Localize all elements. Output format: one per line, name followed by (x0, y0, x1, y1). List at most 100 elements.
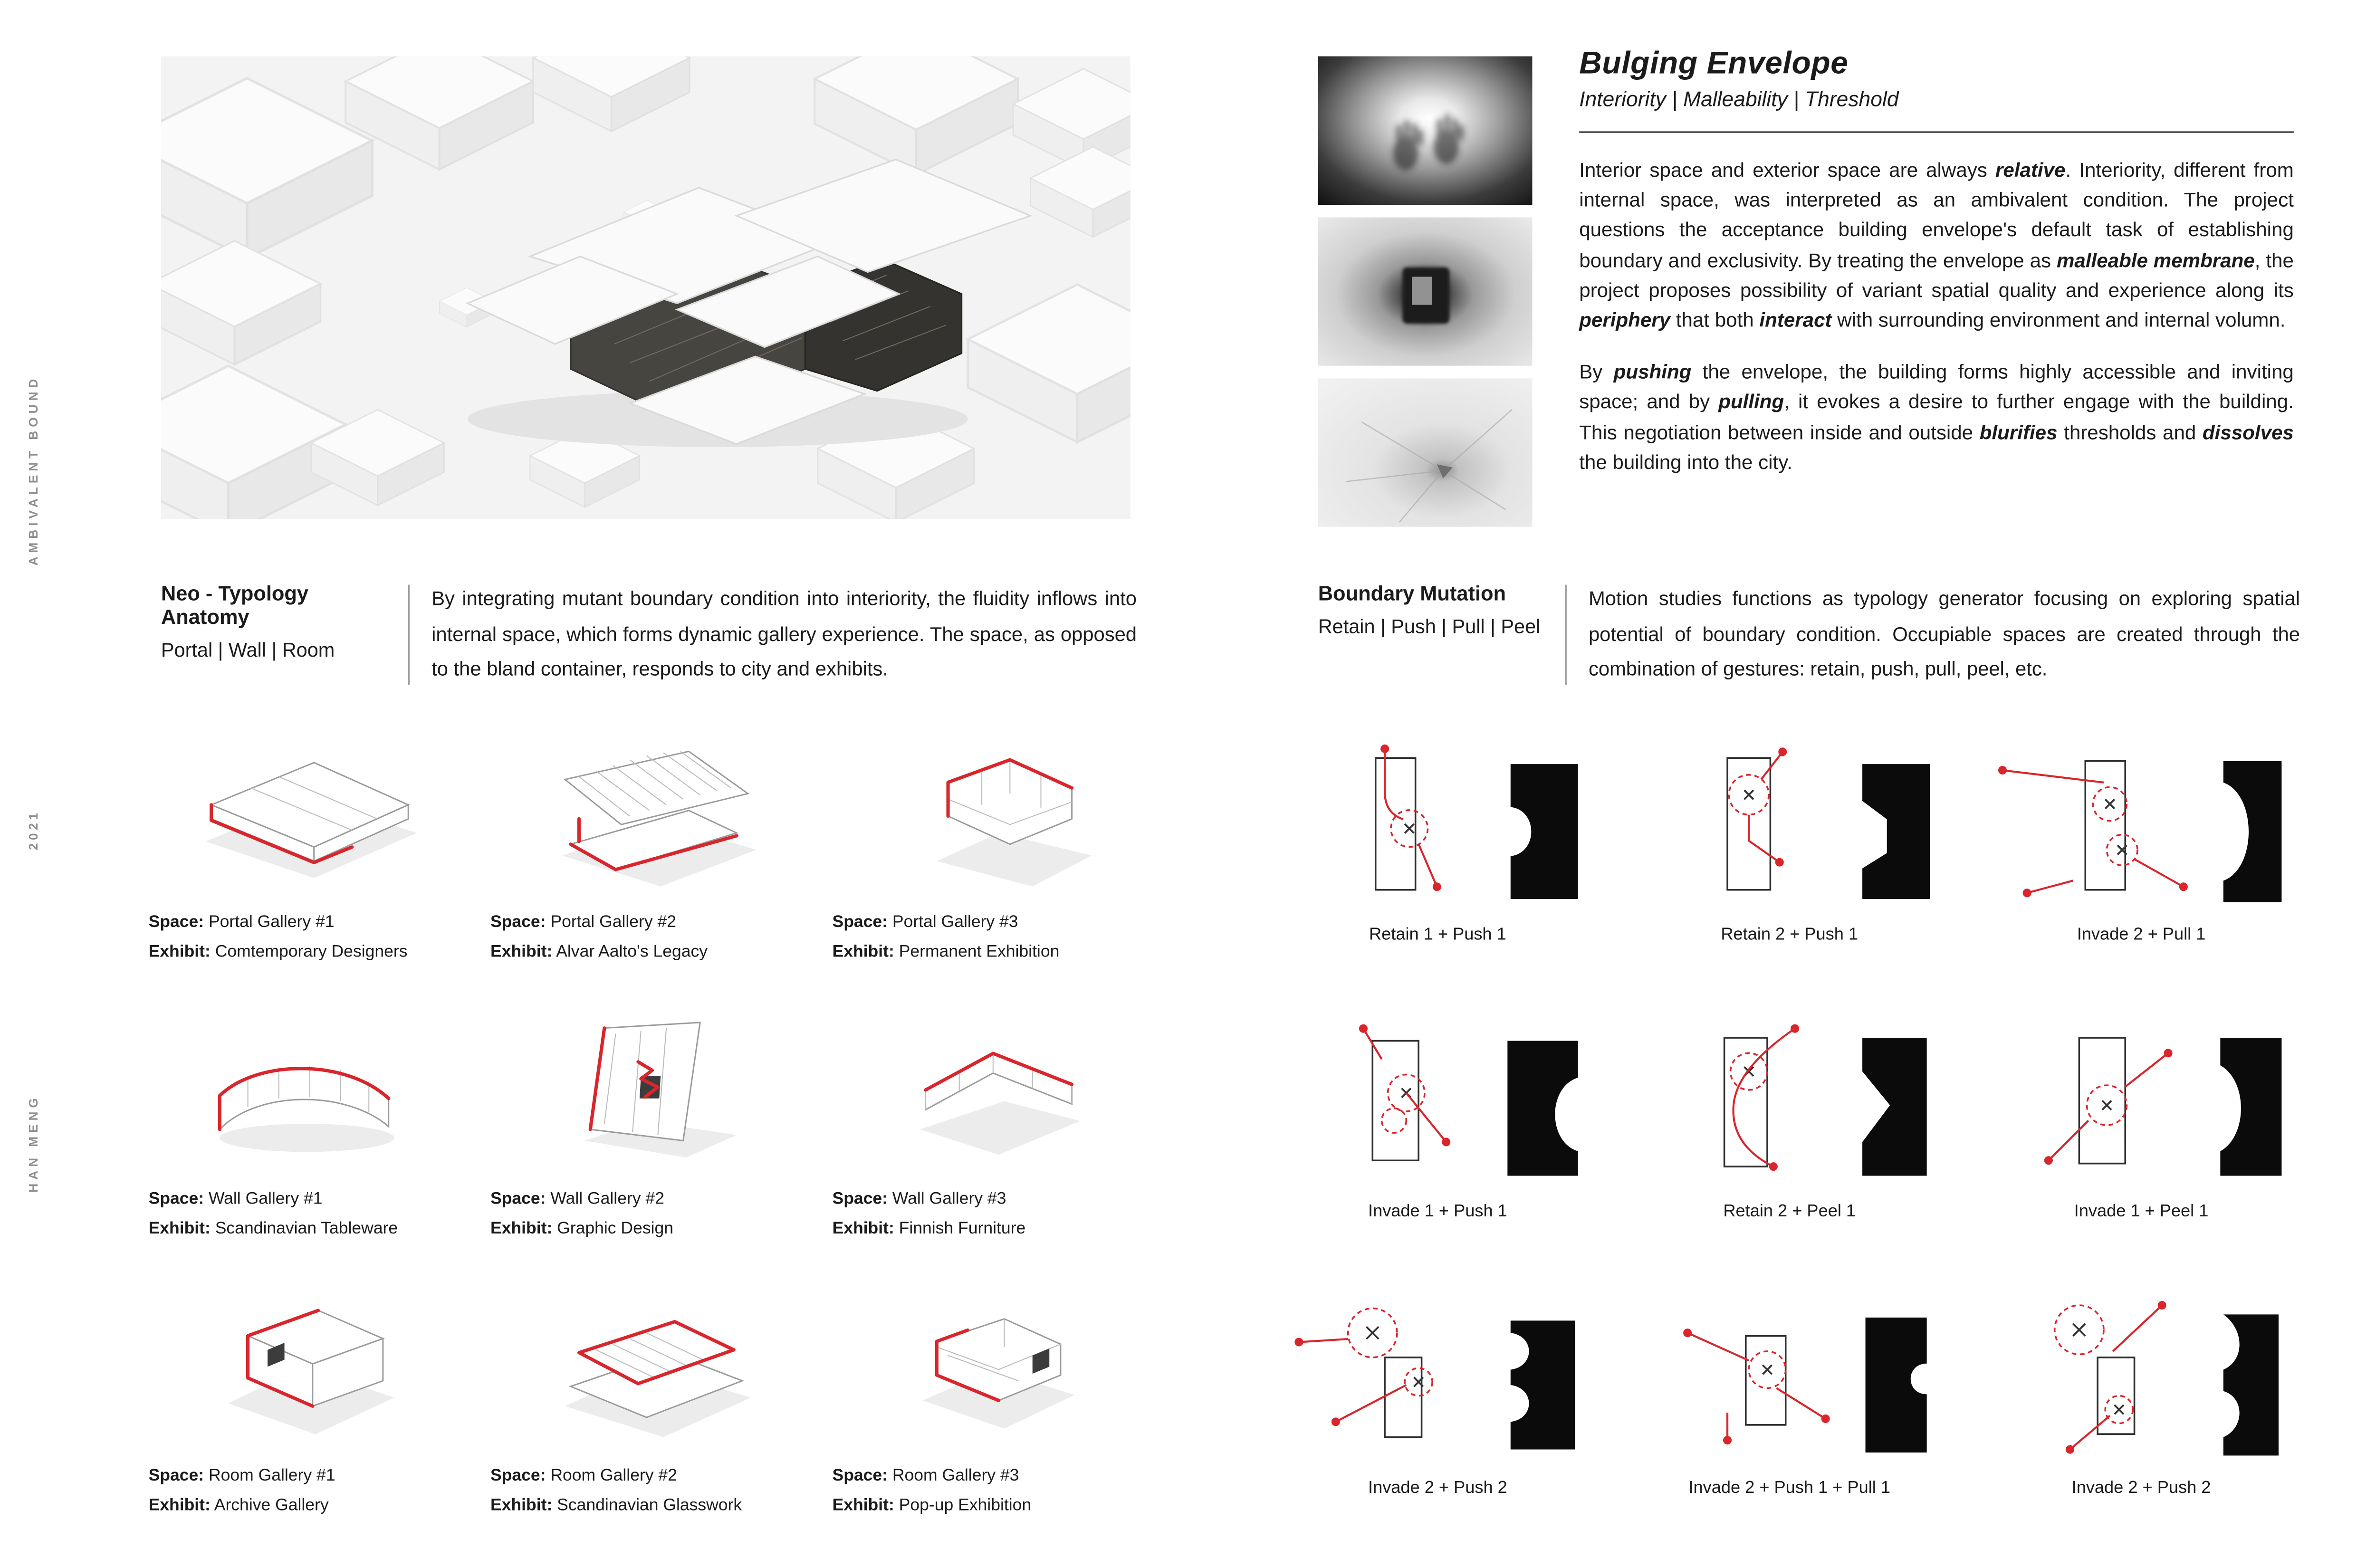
room-gallery-2-diagram (564, 1320, 750, 1437)
portal-gallery-2-diagram (561, 750, 756, 887)
section-subtitle: Retain | Push | Pull | Peel (1318, 616, 1541, 638)
gallery-card-portal-2: Space: Portal Gallery #2 Exhibit: Alvar … (490, 732, 807, 1008)
motion-diagram-invade2-push1-pull1 (1682, 1317, 1926, 1453)
left-margin-author: HAN MENG (26, 1094, 41, 1193)
membrane-hands-photo (1318, 56, 1533, 205)
gallery-card-wall-1: Space: Wall Gallery #1 Exhibit: Scandina… (149, 1008, 466, 1285)
gallery-card-wall-3: Space: Wall Gallery #3 Exhibit: Finnish … (833, 1008, 1150, 1285)
exhibit-value: Graphic Design (557, 1219, 674, 1238)
motion-label: Invade 1 + Peel 1 (2074, 1202, 2209, 1221)
gallery-card-labels: Space: Room Gallery #3 Exhibit: Pop-up E… (833, 1462, 1150, 1520)
exhibit-label: Exhibit: (832, 942, 894, 962)
section-description: Motion studies functions as typology gen… (1588, 588, 2300, 681)
gallery-card-labels: Space: Wall Gallery #1 Exhibit: Scandina… (149, 1185, 466, 1244)
motion-label: Invade 1 + Push 1 (1368, 1202, 1507, 1221)
motion-label: Retain 2 + Peel 1 (1723, 1202, 1856, 1221)
motion-diagram-invade1-push1 (1358, 1024, 1578, 1176)
motion-label: Invade 2 + Pull 1 (2077, 925, 2206, 945)
exhibit-value: Comtemporary Designers (215, 942, 408, 962)
space-value: Wall Gallery #1 (208, 1189, 323, 1209)
boundary-mutation-section: Boundary Mutation Retain | Push | Pull |… (1318, 582, 2300, 688)
concept-photo-column (1318, 56, 1533, 527)
exhibit-label: Exhibit: (148, 1496, 211, 1515)
boundary-mutation-heading: Boundary Mutation Retain | Push | Pull |… (1318, 582, 1565, 688)
room-gallery-3-diagram (923, 1318, 1075, 1429)
exhibit-label: Exhibit: (490, 1496, 553, 1515)
motion-label: Retain 1 + Push 1 (1369, 925, 1506, 945)
exhibit-value: Scandinavian Glasswork (557, 1496, 742, 1515)
space-value: Wall Gallery #3 (892, 1189, 1006, 1209)
gallery-card-labels: Space: Portal Gallery #1 Exhibit: Comtem… (149, 908, 466, 967)
intro-paragraph-2: By pushing the envelope, the building fo… (1579, 360, 2294, 473)
intro-paragraph-1: Interior space and exterior space are al… (1579, 158, 2294, 332)
interior-tunnel-illustration (1318, 217, 1533, 366)
section-divider (1565, 584, 1567, 685)
space-label: Space: (148, 913, 204, 932)
motion-diagram-retain2-peel1 (1723, 1024, 1926, 1176)
motion-card-4: Invade 1 + Push 1 (1270, 1008, 1606, 1285)
gallery-card-room-2: Space: Room Gallery #2 Exhibit: Scandina… (490, 1285, 807, 1562)
section-subtitle: Portal | Wall | Room (161, 639, 335, 661)
motion-studies-grid: Retain 1 + Push 1 Retain 2 + Push 1 (1270, 732, 2309, 1562)
section-title: Neo - Typology Anatomy (161, 581, 309, 629)
motion-card-1: Retain 1 + Push 1 (1270, 732, 1606, 1008)
neo-typology-heading: Neo - Typology Anatomy Portal | Wall | R… (161, 582, 408, 688)
gallery-card-room-3: Space: Room Gallery #3 Exhibit: Pop-up E… (833, 1285, 1150, 1562)
site-axonometric-rendering (161, 56, 1131, 519)
section-description: By integrating mutant boundary condition… (431, 588, 1137, 681)
motion-card-7: Invade 2 + Push 2 (1270, 1285, 1606, 1562)
exhibit-label: Exhibit: (148, 1219, 211, 1238)
gallery-card-labels: Space: Wall Gallery #3 Exhibit: Finnish … (833, 1185, 1150, 1244)
motion-label: Invade 2 + Push 2 (2071, 1479, 2211, 1498)
space-value: Wall Gallery #2 (550, 1189, 664, 1209)
exhibit-value: Alvar Aalto's Legacy (556, 942, 708, 962)
space-value: Portal Gallery #1 (208, 913, 335, 932)
left-margin-project-title: AMBIVALENT BOUND (26, 375, 41, 566)
motion-card-8: Invade 2 + Push 1 + Pull 1 (1621, 1285, 1957, 1562)
portal-gallery-1-diagram (205, 762, 417, 878)
motion-card-6: Invade 1 + Peel 1 (1973, 1008, 2309, 1285)
exhibit-value: Scandinavian Tableware (215, 1219, 398, 1238)
exhibit-label: Exhibit: (832, 1219, 894, 1238)
motion-diagram-invade2-pull1 (1997, 760, 2281, 902)
space-label: Space: (832, 1466, 888, 1485)
gallery-card-labels: Space: Portal Gallery #3 Exhibit: Perman… (833, 908, 1150, 967)
pulled-fabric-illustration (1318, 378, 1533, 527)
project-title-block: Bulging Envelope Interiority | Malleabil… (1579, 47, 2294, 477)
exhibit-value: Finnish Furniture (899, 1219, 1026, 1238)
page-title: Bulging Envelope (1579, 47, 1849, 82)
motion-diagram-invade2-push2-b (2053, 1301, 2278, 1456)
gallery-card-labels: Space: Room Gallery #2 Exhibit: Scandina… (490, 1462, 807, 1520)
space-label: Space: (832, 913, 888, 932)
exhibit-value: Permanent Exhibition (899, 942, 1060, 962)
gallery-card-labels: Space: Wall Gallery #2 Exhibit: Graphic … (490, 1185, 807, 1244)
motion-label: Retain 2 + Push 1 (1721, 925, 1859, 945)
gallery-card-wall-2: Space: Wall Gallery #2 Exhibit: Graphic … (490, 1008, 807, 1285)
exhibit-value: Archive Gallery (214, 1496, 329, 1515)
motion-diagram-invade1-peel1 (2043, 1037, 2281, 1176)
wall-gallery-3-diagram (920, 1052, 1081, 1155)
pulled-fabric-photo (1318, 378, 1533, 527)
room-gallery-1-diagram (228, 1309, 394, 1434)
space-value: Room Gallery #3 (892, 1466, 1019, 1485)
space-value: Portal Gallery #2 (550, 913, 677, 932)
gallery-card-room-1: Space: Room Gallery #1 Exhibit: Archive … (149, 1285, 466, 1562)
wall-gallery-2-diagram (584, 1022, 737, 1158)
space-value: Room Gallery #2 (550, 1466, 677, 1485)
motion-diagram-retain1-push1 (1374, 744, 1578, 899)
section-divider (408, 584, 410, 685)
exhibit-label: Exhibit: (490, 942, 553, 962)
motion-card-9: Invade 2 + Push 2 (1973, 1285, 2309, 1562)
exhibit-label: Exhibit: (148, 942, 211, 962)
motion-card-5: Retain 2 + Peel 1 (1621, 1008, 1957, 1285)
motion-diagram-invade2-push2-a (1293, 1307, 1574, 1450)
gallery-card-labels: Space: Room Gallery #1 Exhibit: Archive … (149, 1462, 466, 1520)
page-subtitle: Interiority | Malleability | Threshold (1579, 87, 1899, 111)
space-label: Space: (832, 1189, 888, 1209)
gallery-typology-grid: Space: Portal Gallery #1 Exhibit: Comtem… (149, 732, 1150, 1562)
left-margin-year: 2021 (26, 810, 41, 851)
space-value: Portal Gallery #3 (892, 913, 1018, 932)
space-label: Space: (148, 1466, 204, 1485)
